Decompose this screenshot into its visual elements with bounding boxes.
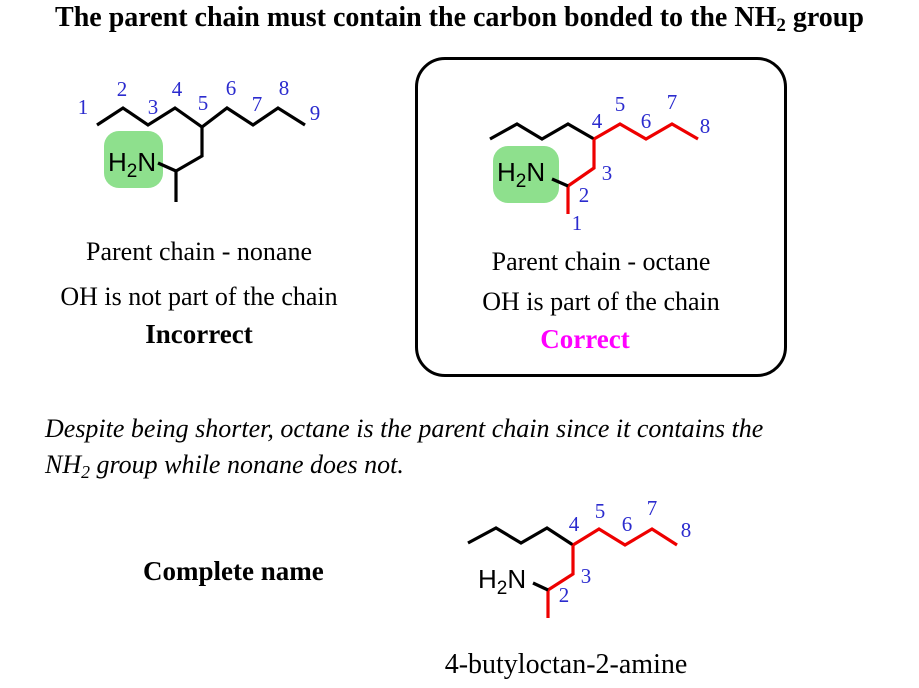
amine-highlight (493, 146, 559, 203)
carbon-number: 3 (581, 564, 592, 588)
title-text-end: group (785, 2, 864, 33)
octane-caption-line2: OH is part of the chain (482, 287, 720, 316)
amine-highlight (104, 131, 163, 188)
carbon-number: 7 (252, 92, 263, 116)
nonane-caption-line2: OH is not part of the chain (60, 282, 338, 311)
octane-amine-group-label: H2N (497, 157, 545, 192)
carbon-number: 5 (615, 92, 626, 116)
carbon-number: 8 (700, 114, 711, 138)
note-line2-post: group while nonane does not. (89, 450, 404, 479)
carbon-number: 6 (641, 109, 652, 133)
carbon-number: 9 (310, 101, 321, 125)
amine-h: H (108, 147, 127, 177)
carbon-number: 5 (198, 91, 209, 115)
amine-sub: 2 (516, 171, 527, 192)
carbon-number: 7 (667, 90, 678, 114)
butyl-branch-bonds (467, 526, 574, 547)
correct-verdict: Correct (540, 324, 630, 354)
octane-caption-line1: Parent chain - octane (491, 247, 711, 276)
carbon-number: 8 (681, 518, 692, 542)
carbon-number: 2 (117, 77, 128, 101)
page-title: The parent chain must contain the carbon… (0, 2, 919, 36)
carbon-number: 5 (595, 499, 606, 523)
octane-carbon-numbers: 1 2 3 4 5 6 7 8 (572, 90, 711, 235)
octane-chain-lower-bonds (566, 139, 596, 214)
correct-example-box (415, 57, 787, 377)
iupac-name: 4-butyloctan-2-amine (444, 649, 688, 680)
nonane-caption-line1: Parent chain - nonane (86, 237, 312, 266)
octane-nitrogen-bond (551, 177, 569, 188)
carbon-number: 4 (172, 77, 183, 101)
carbon-number: 8 (279, 76, 290, 100)
carbon-number: 1 (78, 95, 89, 119)
amine-sub: 2 (497, 578, 508, 599)
title-subscript: 2 (776, 15, 786, 36)
explanation-note: Despite being shorter, octane is the par… (45, 411, 885, 483)
amine-h: H (478, 564, 497, 594)
carbon-number: 4 (592, 109, 603, 133)
amine-group-label: H2N (478, 564, 526, 599)
carbon-number: 6 (622, 512, 633, 536)
amine-n: N (507, 564, 526, 594)
final-structure-carbon-numbers: 2 3 4 5 6 7 8 (559, 496, 692, 607)
note-line2-subscript: 2 (81, 462, 90, 482)
octane-chain-lower-bonds (546, 545, 575, 618)
octane-chain-upper-bonds (572, 527, 678, 547)
nonane-amine-group-label: H2N (108, 147, 156, 182)
nonane-nitrogen-bond (157, 161, 177, 173)
amine-n: N (526, 157, 545, 187)
nonane-carbon-numbers: 1 2 3 4 5 6 7 8 9 (78, 76, 321, 125)
carbon-number: 2 (559, 583, 570, 607)
note-line2-pre: NH (45, 450, 82, 479)
note-line1: Despite being shorter, octane is the par… (45, 414, 764, 443)
complete-name-label: Complete name (143, 556, 324, 586)
note-line2: NH2 group while nonane does not. (45, 447, 885, 483)
final-structure: H2N 2 3 4 5 6 7 8 (467, 496, 692, 618)
amine-h: H (497, 157, 516, 187)
title-text: The parent chain must contain the carbon… (55, 2, 777, 33)
carbon-number: 4 (569, 512, 580, 536)
amine-sub: 2 (127, 161, 138, 182)
carbon-number: 3 (602, 161, 613, 185)
butyl-branch-bonds (489, 122, 595, 141)
amine-n: N (137, 147, 156, 177)
nonane-branch-bonds (174, 127, 204, 202)
nonane-structure: H2N 1 2 3 4 5 6 7 8 9 (78, 76, 321, 202)
octane-chain-upper-bonds (593, 122, 699, 141)
carbon-number: 3 (148, 95, 159, 119)
octane-structure: H2N 1 2 3 4 5 6 7 8 (489, 90, 711, 235)
carbon-number: 1 (572, 211, 583, 235)
carbon-number: 2 (579, 183, 590, 207)
carbon-number: 7 (647, 496, 658, 520)
nitrogen-bond (532, 581, 549, 592)
incorrect-verdict: Incorrect (145, 319, 253, 349)
carbon-number: 6 (226, 76, 237, 100)
